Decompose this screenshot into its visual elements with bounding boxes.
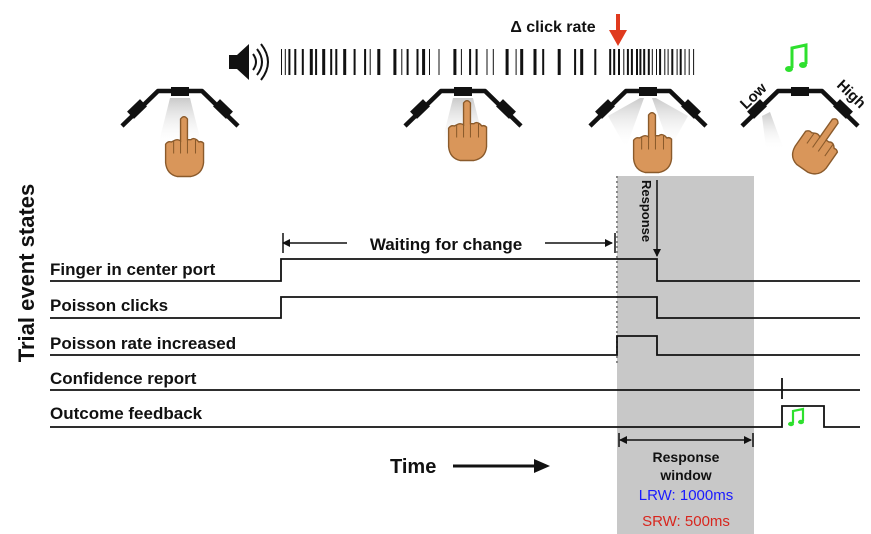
click-tick: [393, 49, 397, 75]
row-label-rate: Poisson rate increased: [50, 334, 236, 353]
click-rate-label: Δ click rate: [510, 19, 595, 36]
click-tick: [343, 49, 347, 75]
click-tick: [693, 49, 695, 75]
click-tick: [301, 49, 304, 75]
click-tick: [664, 49, 666, 75]
click-tick: [364, 49, 367, 75]
click-tick: [406, 49, 409, 75]
click-tick: [486, 49, 488, 75]
click-tick: [520, 49, 524, 75]
time-label: Time: [390, 456, 436, 478]
trace-finger: [50, 258, 860, 282]
click-tick: [651, 49, 653, 75]
waiting-label: Waiting for change: [370, 235, 522, 254]
feedback-note-icon: [788, 407, 805, 427]
y-axis-title: Trial event states: [14, 184, 39, 363]
click-tick: [438, 49, 440, 75]
lrw-label: LRW: 1000ms: [639, 487, 734, 504]
hand-icon: [786, 108, 854, 181]
click-tick: [401, 49, 403, 75]
click-tick: [460, 49, 462, 75]
click-tick: [453, 49, 457, 75]
click-tick: [322, 49, 326, 75]
click-tick: [659, 49, 662, 75]
time-arrow: [453, 459, 550, 473]
click-tick: [492, 49, 494, 75]
click-tick: [294, 49, 297, 75]
click-tick: [613, 49, 616, 75]
click-tick: [639, 49, 642, 75]
click-tick: [469, 49, 472, 75]
click-tick: [281, 49, 282, 75]
click-train: [281, 49, 695, 75]
click-tick: [475, 49, 478, 75]
click-tick: [505, 49, 509, 75]
click-tick: [609, 49, 612, 75]
click-tick: [676, 49, 678, 75]
click-tick: [335, 49, 338, 75]
trace-feedback: [50, 405, 860, 428]
click-tick: [594, 49, 597, 75]
click-tick: [630, 49, 633, 75]
click-tick: [284, 49, 286, 75]
trace-rate: [50, 335, 860, 356]
click-tick: [288, 49, 291, 75]
response-window-line1: Response: [653, 449, 720, 465]
click-tick: [580, 49, 584, 75]
click-tick: [557, 49, 561, 75]
port-panel-4: Low High: [737, 43, 869, 181]
click-tick: [623, 49, 625, 75]
click-tick: [353, 49, 356, 75]
red-down-arrow-icon: [609, 14, 627, 46]
row-label-feedback: Outcome feedback: [50, 404, 203, 423]
click-tick: [679, 49, 682, 75]
click-tick: [429, 49, 430, 75]
response-window-line2: window: [659, 467, 711, 483]
low-port-label: Low: [737, 80, 771, 113]
click-tick: [309, 49, 313, 75]
click-tick: [533, 49, 537, 75]
click-tick: [636, 49, 638, 75]
click-tick: [377, 49, 381, 75]
srw-label: SRW: 500ms: [642, 513, 730, 530]
click-tick: [688, 49, 690, 75]
click-tick: [369, 49, 371, 75]
click-tick: [643, 49, 646, 75]
click-tick: [574, 49, 577, 75]
click-tick: [684, 49, 686, 75]
click-tick: [656, 49, 657, 75]
port-panel-1: [122, 87, 238, 178]
click-tick: [515, 49, 517, 75]
click-tick: [422, 49, 426, 75]
click-tick: [618, 49, 620, 75]
music-note-icon: [785, 43, 808, 72]
response-vertical-label: Response: [639, 180, 654, 242]
click-tick: [416, 49, 419, 75]
port-panel-3: [590, 87, 706, 174]
port-panel-2: [405, 87, 521, 162]
click-tick: [647, 49, 650, 75]
row-label-finger: Finger in center port: [50, 260, 216, 279]
row-label-confidence: Confidence report: [50, 369, 197, 388]
trace-clicks: [50, 296, 860, 319]
click-tick: [667, 49, 669, 75]
click-tick: [542, 49, 545, 75]
speaker-icon: [229, 43, 269, 81]
click-tick: [671, 49, 674, 75]
row-label-clicks: Poisson clicks: [50, 296, 168, 315]
click-tick: [626, 49, 629, 75]
click-tick: [330, 49, 333, 75]
click-tick: [315, 49, 318, 75]
